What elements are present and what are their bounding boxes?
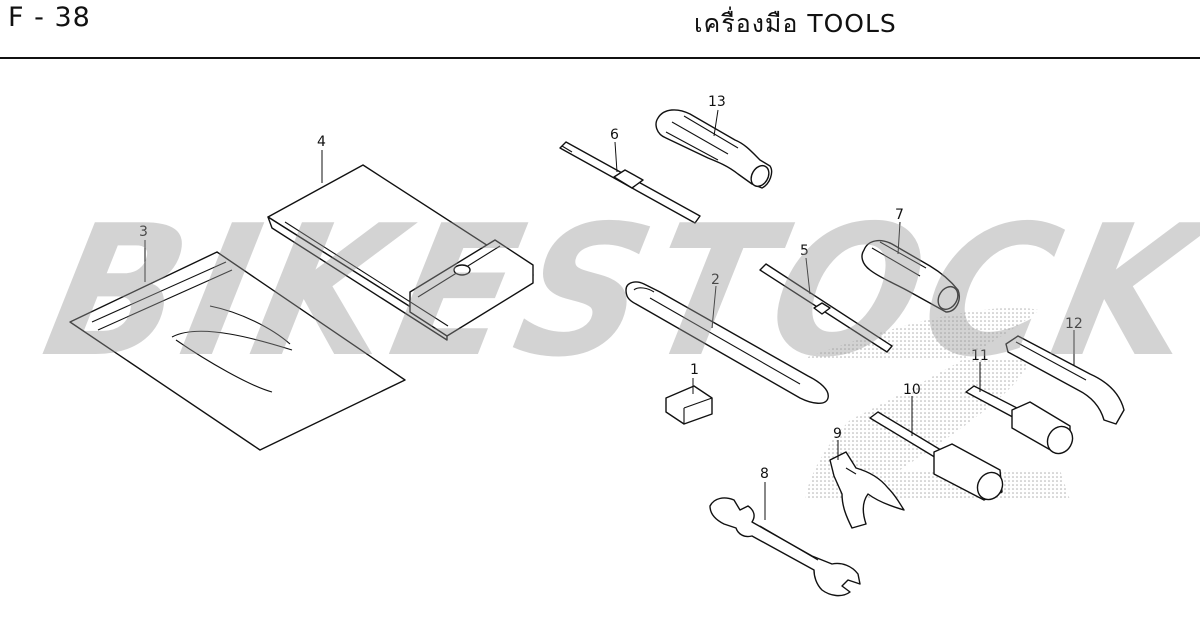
part-13-screwdriver-grip bbox=[655, 109, 773, 189]
leader-13 bbox=[713, 109, 719, 137]
page-code: F - 38 bbox=[8, 2, 91, 33]
part-9-hook-wrench bbox=[829, 451, 905, 529]
part-6-screwdriver-bit bbox=[559, 141, 701, 224]
callout-labels: 1 2 3 4 5 6 7 8 9 10 11 12 13 bbox=[139, 94, 1083, 482]
callout-4: 4 bbox=[317, 134, 326, 150]
callout-6: 6 bbox=[610, 127, 619, 143]
leader-5 bbox=[805, 257, 811, 295]
callout-7: 7 bbox=[895, 207, 904, 223]
part-12-hex-wrench bbox=[1005, 335, 1125, 425]
callout-2: 2 bbox=[711, 272, 720, 288]
callout-10: 10 bbox=[903, 382, 921, 398]
callout-12: 12 bbox=[1065, 316, 1083, 332]
header-divider bbox=[0, 57, 1200, 59]
callout-8: 8 bbox=[760, 466, 769, 482]
part-11-socket-wrench bbox=[965, 385, 1074, 455]
part-4-tool-case bbox=[267, 164, 534, 341]
part-1-clip bbox=[665, 385, 713, 425]
part-10-socket-wrench bbox=[869, 411, 1004, 501]
part-3-tool-bag bbox=[69, 251, 406, 451]
callout-13: 13 bbox=[708, 94, 726, 110]
callout-5: 5 bbox=[800, 243, 809, 259]
leader-2 bbox=[711, 285, 717, 329]
callout-9: 9 bbox=[833, 426, 842, 442]
part-7-screwdriver-handle bbox=[861, 239, 960, 313]
leader-7 bbox=[897, 221, 901, 255]
dotted-logo-background bbox=[800, 308, 1070, 500]
leader-6 bbox=[614, 141, 618, 173]
part-8-open-end-wrench bbox=[709, 497, 861, 597]
part-5-screwdriver-bit bbox=[759, 263, 893, 353]
callout-3: 3 bbox=[139, 224, 148, 240]
page-title: เครื่องมือ TOOLS bbox=[694, 9, 897, 38]
callout-11: 11 bbox=[971, 348, 989, 364]
callout-1: 1 bbox=[690, 362, 699, 378]
part-2-wrench-bar bbox=[625, 281, 829, 404]
